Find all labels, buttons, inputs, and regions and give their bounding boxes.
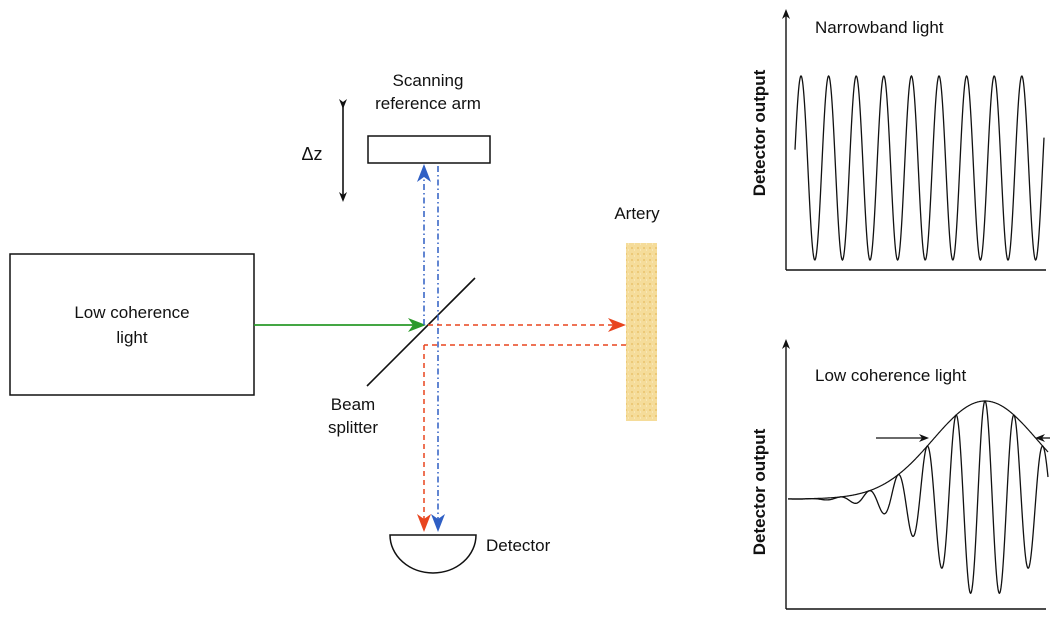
artery-label: Artery: [614, 204, 660, 223]
detector-shape: [389, 534, 477, 574]
light-source-label-line1: Low coherence: [74, 303, 189, 322]
detector-label: Detector: [486, 536, 551, 555]
low-coherence-title: Low coherence light: [815, 366, 966, 385]
low-coherence-ylabel: Detector output: [750, 428, 769, 555]
detector: Detector: [389, 534, 551, 574]
narrowband-ylabel: Detector output: [750, 69, 769, 196]
reference-arm: Scanning reference arm: [367, 71, 491, 164]
light-source-box: [9, 253, 255, 396]
light-source-label-line2: light: [116, 328, 147, 347]
delta-z-label: Δz: [301, 144, 322, 164]
narrowband-title: Narrowband light: [815, 18, 944, 37]
low-coherence-envelope: [788, 400, 1049, 500]
beam-splitter-label-line2: splitter: [328, 418, 378, 437]
low-coherence-signal: [788, 399, 1049, 595]
artery-tissue: [626, 243, 657, 421]
reference-label-line2: reference arm: [375, 94, 481, 113]
beam-splitter-label-line1: Beam: [331, 395, 375, 414]
beam-splitter: [366, 277, 476, 387]
reference-mirror: [367, 135, 491, 164]
low-coherence-plot: Low coherence light Detector output: [750, 339, 1050, 610]
narrowband-signal: [794, 75, 1045, 261]
light-source: Low coherence light: [9, 253, 255, 396]
artery: Artery: [614, 204, 660, 421]
narrowband-plot: Narrowband light Detector output: [750, 9, 1046, 271]
reference-label-line1: Scanning: [393, 71, 464, 90]
